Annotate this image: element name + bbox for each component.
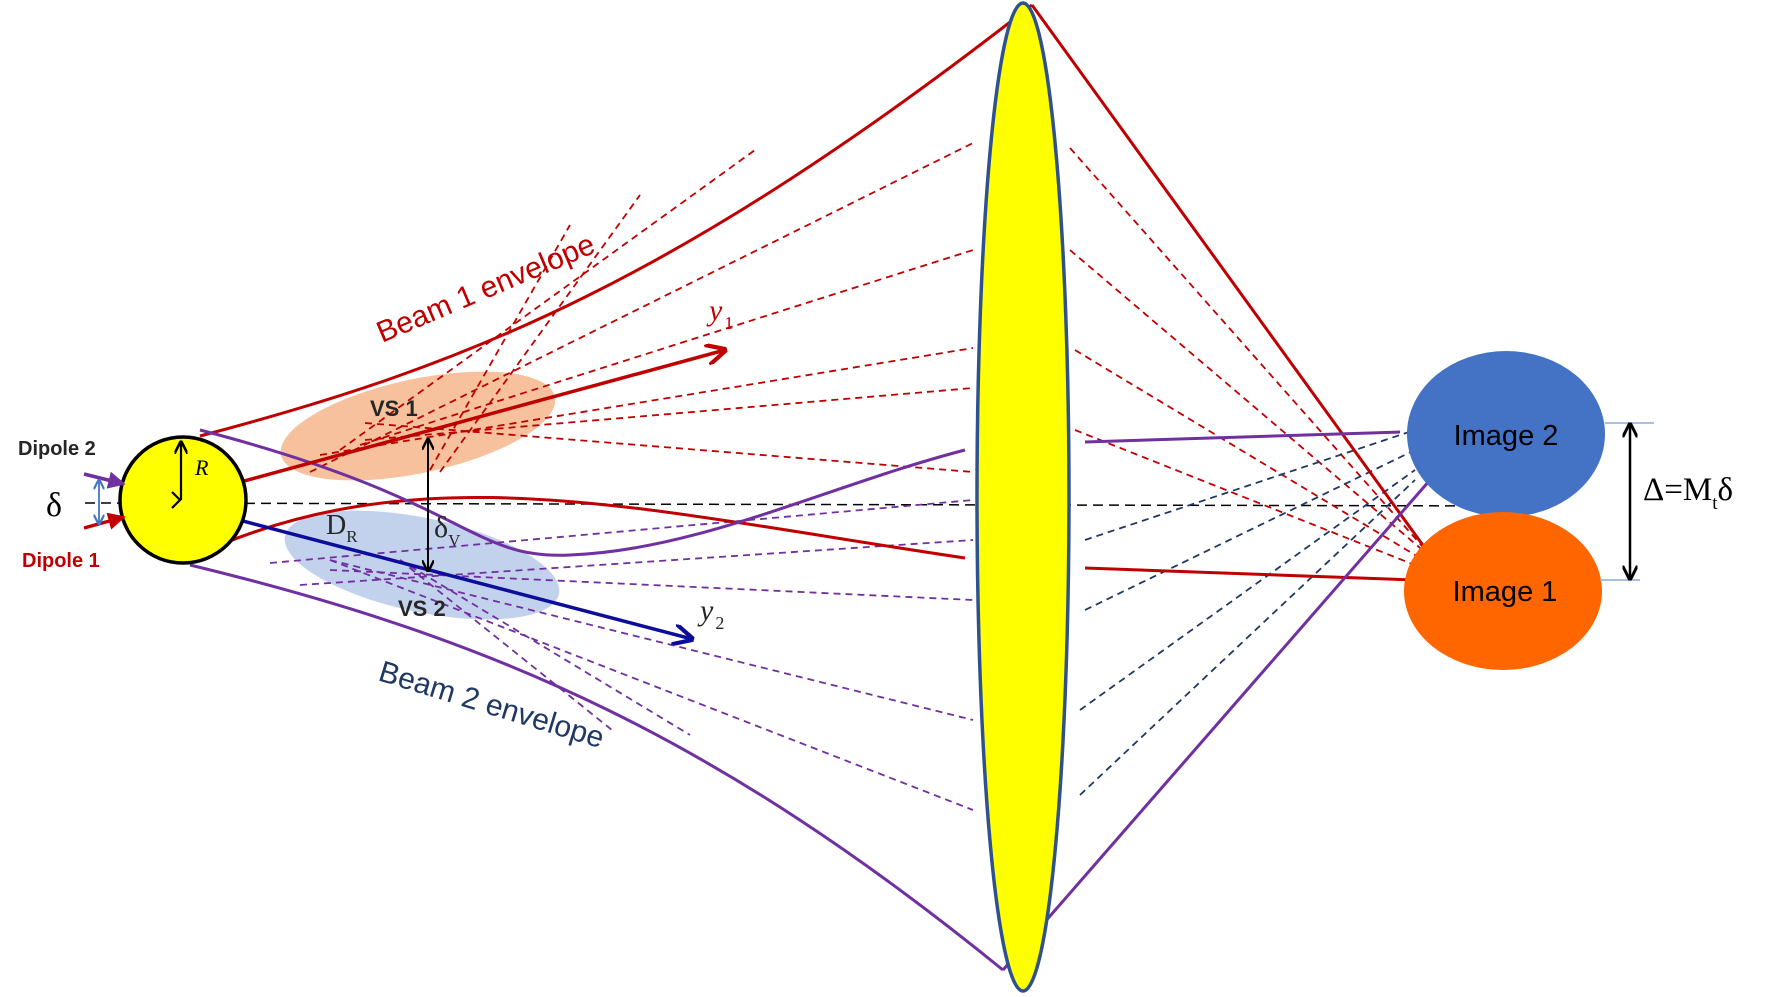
beam2-dashed-rays <box>269 499 974 811</box>
beam2-envelope-label: Beam 2 envelope <box>375 655 608 755</box>
sample-sphere <box>118 435 248 565</box>
y1-axis-arrow <box>177 350 725 501</box>
beam2-dashed-rays-image <box>1079 429 1416 796</box>
lens <box>975 1 1071 993</box>
magnification-label: Δ=Mtδ <box>1643 472 1733 514</box>
dipole1-label: Dipole 1 <box>22 550 100 572</box>
vs2-label: VS 2 <box>398 596 446 621</box>
vs1-label: VS 1 <box>370 396 418 421</box>
beam1-envelope-label: Beam 1 envelope <box>372 228 600 350</box>
radius-label: R <box>194 455 209 480</box>
beam1-solid-lines <box>189 3 1432 582</box>
delta-label: δ <box>46 487 62 524</box>
beam1-dashed-rays <box>309 142 974 473</box>
image1-spot <box>1404 512 1602 670</box>
image2-spot <box>1407 351 1605 517</box>
beam1-dashed-rays-image <box>1069 147 1441 576</box>
beam2-solid-lines <box>189 428 1432 972</box>
dipole2-label: Dipole 2 <box>18 438 96 460</box>
image1-label: Image 1 <box>1453 576 1558 608</box>
delta-v-label: δV <box>434 511 461 550</box>
optical-axis <box>84 502 1526 507</box>
dipole2-arrow <box>83 471 126 489</box>
dr-label: DR <box>326 510 358 546</box>
y2-axis-arrow <box>177 502 692 639</box>
dipole1-arrow <box>83 512 126 530</box>
sphere-center-mark <box>171 491 182 509</box>
image2-label: Image 2 <box>1454 420 1559 452</box>
